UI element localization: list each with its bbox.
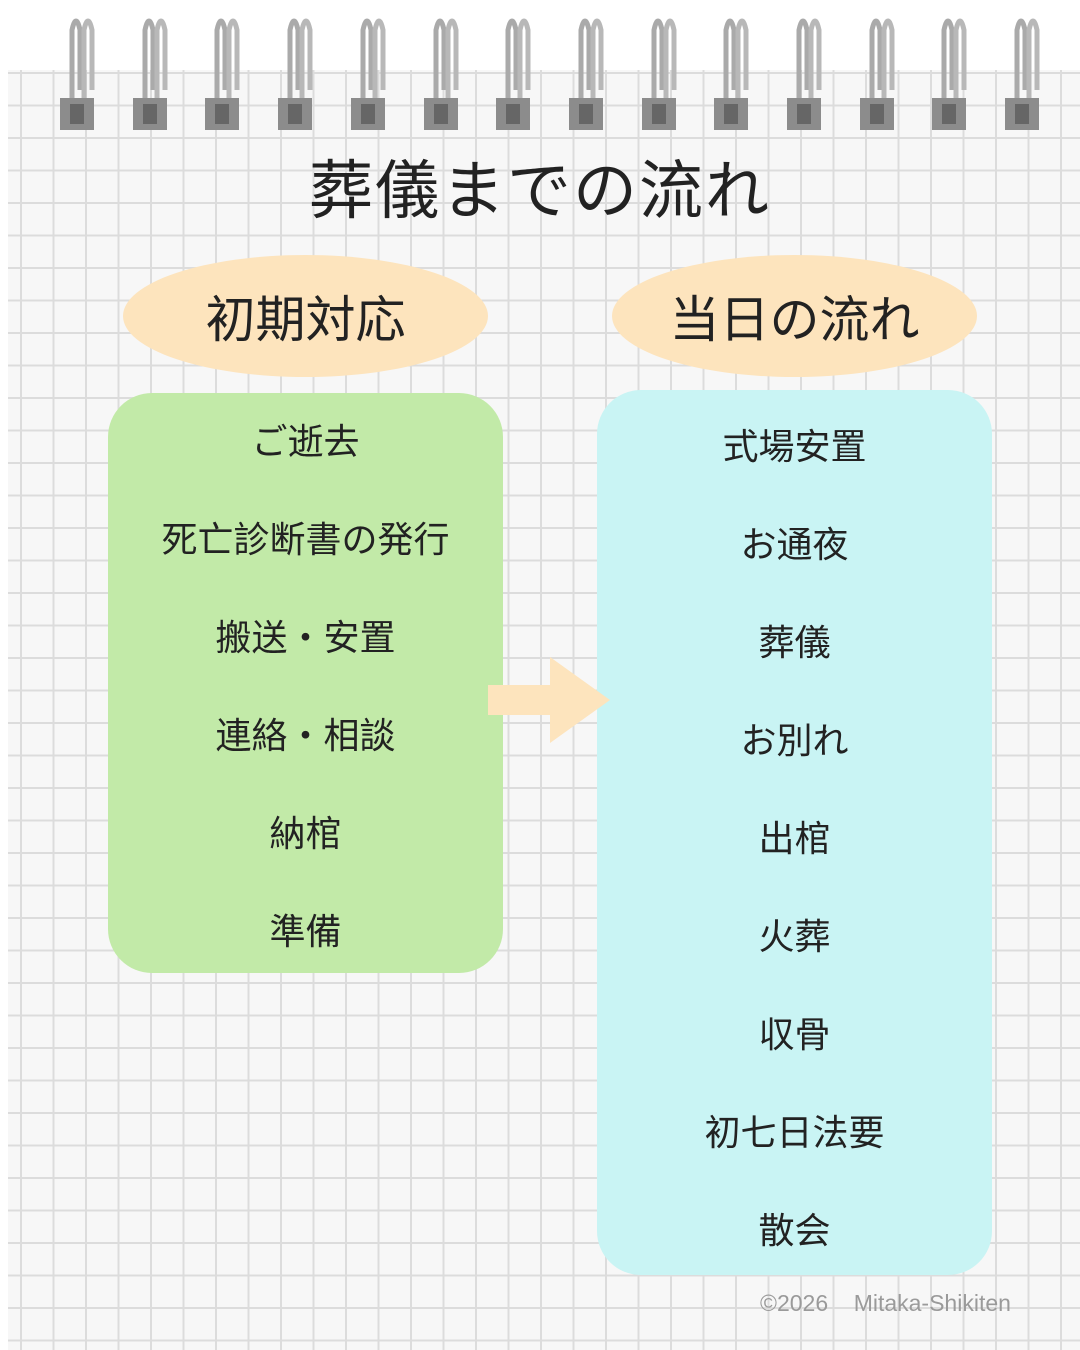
flow-step: 収骨: [758, 1015, 831, 1056]
binder-ring-icon: [712, 10, 752, 130]
binder-ring-icon: [276, 10, 316, 130]
binder-ring-icon: [58, 10, 98, 130]
flow-step: 死亡診断書の発行: [161, 520, 450, 561]
binder-ring-icon: [785, 10, 825, 130]
binder-ring-icon: [494, 10, 534, 130]
flow-step: 準備: [269, 912, 342, 953]
page-title: 葬儀までの流れ: [309, 155, 771, 229]
flow-step: 連絡・相談: [215, 716, 396, 757]
flow-step: お通夜: [740, 525, 849, 566]
initial-response-list: ご逝去死亡診断書の発行搬送・安置連絡・相談納棺準備: [108, 393, 503, 973]
flow-step: 火葬: [758, 917, 831, 958]
arrow-right-icon: [488, 657, 610, 743]
flow-step: 出棺: [758, 819, 831, 860]
flow-step: 初七日法要: [704, 1113, 885, 1154]
binder-ring-icon: [203, 10, 243, 130]
flow-step: 搬送・安置: [215, 618, 396, 659]
copyright: ©2026 Mitaka-Shikiten: [760, 1290, 1011, 1317]
flow-step: 式場安置: [722, 427, 867, 468]
flow-step: 散会: [758, 1211, 831, 1252]
flow-step: ご逝去: [251, 422, 360, 463]
left-heading: 初期対応: [205, 291, 406, 349]
binder-ring-icon: [131, 10, 171, 130]
binder-ring-icon: [640, 10, 680, 130]
left-heading-oval: 初期対応: [123, 255, 488, 377]
right-heading-oval: 当日の流れ: [612, 255, 977, 377]
copyright-author: Mitaka-Shikiten: [853, 1290, 1011, 1316]
binder-ring-icon: [567, 10, 607, 130]
right-heading: 当日の流れ: [669, 291, 920, 349]
binder-ring-icon: [349, 10, 389, 130]
binder-ring-icon: [422, 10, 462, 130]
binder-ring-icon: [930, 10, 970, 130]
copyright-year: ©2026: [760, 1290, 829, 1316]
ceremony-day-list: 式場安置お通夜葬儀お別れ出棺火葬収骨初七日法要散会: [597, 390, 992, 1275]
binder-ring-icon: [1003, 10, 1043, 130]
flow-step: お別れ: [740, 721, 849, 762]
binder-ring-icon: [858, 10, 898, 130]
flow-step: 葬儀: [758, 623, 831, 664]
flow-step: 納棺: [269, 814, 342, 855]
